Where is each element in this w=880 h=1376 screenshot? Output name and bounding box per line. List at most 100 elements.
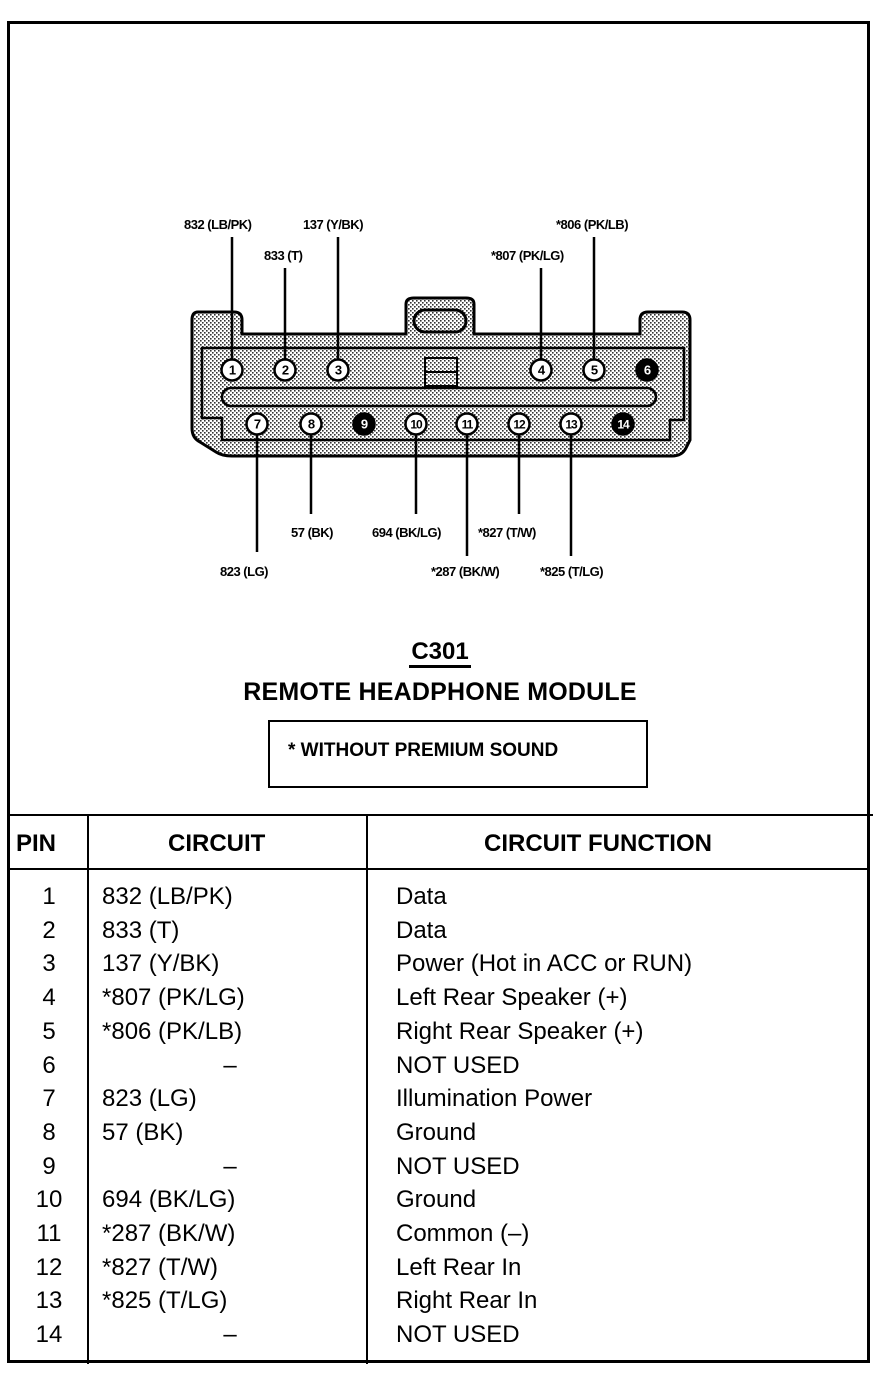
pin-number: 1 <box>42 883 56 910</box>
table-row: 9 – NOT USED <box>10 1153 870 1187</box>
pin-7: 7 <box>245 412 269 436</box>
table-row: 11*287 (BK/W)Common (–) <box>10 1220 870 1254</box>
outer-frame <box>7 21 870 1363</box>
circuit: – <box>223 1051 237 1079</box>
pin-number-label: 8 <box>308 417 315 432</box>
circuit-function: Ground <box>396 1186 477 1214</box>
section-divider <box>7 814 873 816</box>
pin-number-label: 2 <box>282 363 289 378</box>
circuit: 832 (LB/PK) <box>102 883 233 910</box>
pin-4: 4 <box>529 358 553 382</box>
table-row: 3 137 (Y/BK) Power (Hot in ACC or RUN) <box>10 950 870 984</box>
circuit-function: Right Rear In <box>396 1287 538 1315</box>
table-row: 6–NOT USED <box>10 1052 870 1086</box>
pin-number: 13 <box>35 1287 63 1315</box>
note-box: * WITHOUT PREMIUM SOUND <box>268 720 648 788</box>
circuit-function: NOT USED <box>396 1152 520 1180</box>
circuit: – <box>223 1152 237 1180</box>
wire-label-pin3: 137 (Y/BK) <box>303 217 364 232</box>
circuit-function: Data <box>396 916 447 944</box>
pin-3: 3 <box>326 358 350 382</box>
pin-11: 11 <box>455 412 479 436</box>
connector-slot <box>220 386 658 408</box>
circuit: 137 (Y/BK) <box>102 950 220 978</box>
wire-label-pin5: *806 (PK/LB) <box>556 217 629 232</box>
pin-number: 12 <box>35 1253 63 1281</box>
pin-9: 9 <box>352 412 376 436</box>
pin-10: 10 <box>404 412 428 436</box>
pin-number-label: 1 <box>229 363 236 378</box>
pin-number-label: 7 <box>254 417 261 432</box>
table-row: 14–NOT USED <box>10 1321 870 1355</box>
table-header <box>10 816 870 870</box>
circuit-function: Right Rear Speaker (+) <box>396 1017 644 1045</box>
pin-number: 4 <box>42 984 56 1012</box>
wire-label-pin13: *825 (T/LG) <box>540 564 604 579</box>
circuit: *827 (T/W) <box>102 1253 219 1281</box>
pin-13: 13 <box>559 412 583 436</box>
circuit: 57 (BK) <box>102 1118 184 1146</box>
circuit-function: Data <box>396 883 447 910</box>
circuit: 833 (T) <box>102 916 180 944</box>
header-circuit: CIRCUIT <box>168 830 266 857</box>
header-pin: PIN <box>16 830 57 857</box>
circuit: *807 (PK/LG) <box>102 984 245 1012</box>
pin-number-label: 3 <box>335 363 342 378</box>
wire-label-pin4: *807 (PK/LG) <box>491 248 564 263</box>
pin-number-label: 10 <box>410 418 423 432</box>
pin-number: 10 <box>35 1186 63 1214</box>
table-row: 13*825 (T/LG)Right Rear In <box>10 1287 870 1321</box>
circuit: 823 (LG) <box>102 1085 197 1113</box>
table-row: 2 833 (T) Data <box>10 917 870 951</box>
pin-number-label: 5 <box>591 363 598 378</box>
pin-number: 14 <box>35 1321 63 1349</box>
pin-number-label: 9 <box>361 417 368 432</box>
connector-latch <box>412 308 468 334</box>
circuit-function: Left Rear Speaker (+) <box>396 984 628 1012</box>
pin-number-label: 6 <box>644 363 651 378</box>
wire-label-pin12: *827 (T/W) <box>478 525 536 540</box>
wire-label-pin8: 57 (BK) <box>291 525 334 540</box>
pin-number: 9 <box>42 1152 56 1180</box>
table-row: 10 694 (BK/LG) Ground <box>10 1186 870 1220</box>
table-row: 7 823 (LG) Illumination Power <box>10 1085 870 1119</box>
table-row: 1 832 (LB/PK) Data <box>10 883 870 917</box>
pin-number: 7 <box>42 1085 56 1113</box>
circuit-function: NOT USED <box>396 1321 520 1349</box>
pin-2: 2 <box>273 358 297 382</box>
circuit: *806 (PK/LB) <box>102 1017 243 1045</box>
circuit-function: Illumination Power <box>396 1085 593 1113</box>
wire-label-pin11: *287 (BK/W) <box>431 564 500 579</box>
wire-label-pin2: 833 (T) <box>264 248 303 263</box>
pin-number: 11 <box>36 1220 62 1247</box>
circuit-function: Power (Hot in ACC or RUN) <box>396 950 693 978</box>
pin-number: 6 <box>42 1051 56 1079</box>
connector-id: C301 <box>0 638 880 668</box>
circuit: 694 (BK/LG) <box>102 1186 236 1214</box>
pin-number: 8 <box>42 1118 56 1146</box>
pin-number-label: 11 <box>462 418 474 432</box>
table-row: 12 *827 (T/W) Left Rear In <box>10 1254 870 1288</box>
pin-14: 14 <box>611 412 635 436</box>
connector-name: REMOTE HEADPHONE MODULE <box>243 678 637 706</box>
column-divider-2 <box>366 816 368 1364</box>
pin-number-label: 13 <box>565 418 578 432</box>
circuit-function: Left Rear In <box>396 1253 522 1281</box>
circuit-function: Common (–) <box>396 1220 530 1247</box>
table-row: 5 *806 (PK/LB) Right Rear Speaker (+) <box>10 1018 870 1052</box>
wire-label-pin7: 823 (LG) <box>220 564 269 579</box>
header-function: CIRCUIT FUNCTION <box>484 830 712 857</box>
pin-number-label: 12 <box>513 418 526 432</box>
wire-label-pin1: 832 (LB/PK) <box>184 217 252 232</box>
pin-1: 1 <box>220 358 244 382</box>
pin-number-label: 4 <box>538 363 546 378</box>
table-row: 4 *807 (PK/LG) Left Rear Speaker (+) <box>10 984 870 1018</box>
pin-number: 5 <box>42 1017 56 1045</box>
column-divider-1 <box>87 816 89 1364</box>
pin-6: 6 <box>635 358 659 382</box>
pin-number: 3 <box>42 950 56 978</box>
pin-number-label: 14 <box>617 418 630 432</box>
pin-number: 2 <box>42 916 56 944</box>
